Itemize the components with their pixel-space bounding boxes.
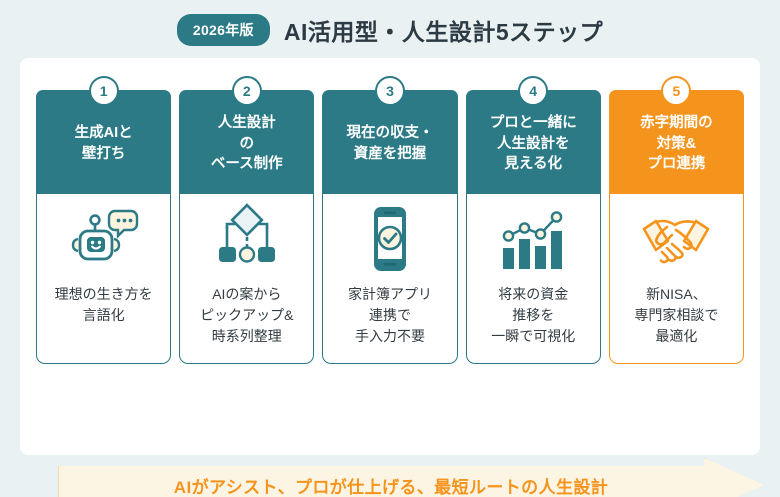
step-card-5[interactable]: 5 赤字期間の 対策& プロ連携 新NISA、 専門家相談で 最適化 <box>608 76 745 364</box>
step-card-3[interactable]: 3 現在の収支・ 資産を把握 家計簿アプリ 連携で 手入力不要 <box>322 76 458 364</box>
step-number-badge: 2 <box>231 76 262 106</box>
step-title-text: 生成AIと 壁打ち <box>74 125 133 162</box>
page-title: AI活用型・人生設計5ステップ <box>283 19 604 45</box>
content-panel: 1 生成AIと 壁打ち 理想の生き方を 言語化 2 人生設計 の ベース制作 AIの案… <box>20 58 760 455</box>
step-description: AIの案から ピックアップ& 時系列整理 <box>200 286 294 344</box>
smartphone-check-icon <box>323 194 456 284</box>
handshake-icon <box>610 194 743 284</box>
summary-arrow-banner: AIがアシスト、プロが仕上げる、最短ルートの人生設計 <box>58 458 764 497</box>
step-number-badge: 3 <box>375 76 405 106</box>
step-title: 現在の収支・ 資産を把握 <box>322 90 458 194</box>
step-number-badge: 1 <box>88 76 119 106</box>
steps-row: 1 生成AIと 壁打ち 理想の生き方を 言語化 2 人生設計 の ベース制作 AIの案… <box>36 76 745 364</box>
step-description: 理想の生き方を 言語化 <box>54 286 153 323</box>
step-description: 新NISA、 専門家相談で 最適化 <box>634 286 719 344</box>
step-title-text: プロと一緒に 人生設計を 見える化 <box>489 115 577 173</box>
step-title: 人生設計 の ベース制作 <box>179 90 315 194</box>
step-title: プロと一緒に 人生設計を 見える化 <box>465 90 601 194</box>
year-badge: 2026年版 <box>176 14 270 46</box>
step-number-badge: 4 <box>518 76 549 106</box>
header: 2026年版 AI活用型・人生設計5ステップ <box>0 0 780 60</box>
step-title: 赤字期間の 対策& プロ連携 <box>608 90 745 194</box>
step-card-2[interactable]: 2 人生設計 の ベース制作 AIの案から ピックアップ& 時系列整理 <box>179 76 315 364</box>
robot-chat-icon <box>37 194 170 284</box>
step-title-text: 現在の収支・ 資産を把握 <box>346 125 434 162</box>
step-description: 家計簿アプリ 連携で 手入力不要 <box>348 286 432 344</box>
bar-line-chart-icon <box>467 194 600 284</box>
step-title-text: 赤字期間の 対策& プロ連携 <box>640 115 713 173</box>
step-description: 将来の資金 推移を 一瞬で可視化 <box>491 286 576 344</box>
step-number-badge: 5 <box>661 76 692 106</box>
step-card-4[interactable]: 4 プロと一緒に 人生設計を 見える化 将来の資金 推移を 一瞬で可視化 <box>465 76 601 364</box>
flowchart-icon <box>180 194 313 284</box>
step-title: 生成AIと 壁打ち <box>36 90 172 194</box>
summary-arrow-text: AIがアシスト、プロが仕上げる、最短ルートの人生設計 <box>173 477 609 497</box>
step-title-text: 人生設計 の ベース制作 <box>210 115 283 173</box>
step-card-1[interactable]: 1 生成AIと 壁打ち 理想の生き方を 言語化 <box>36 76 172 364</box>
